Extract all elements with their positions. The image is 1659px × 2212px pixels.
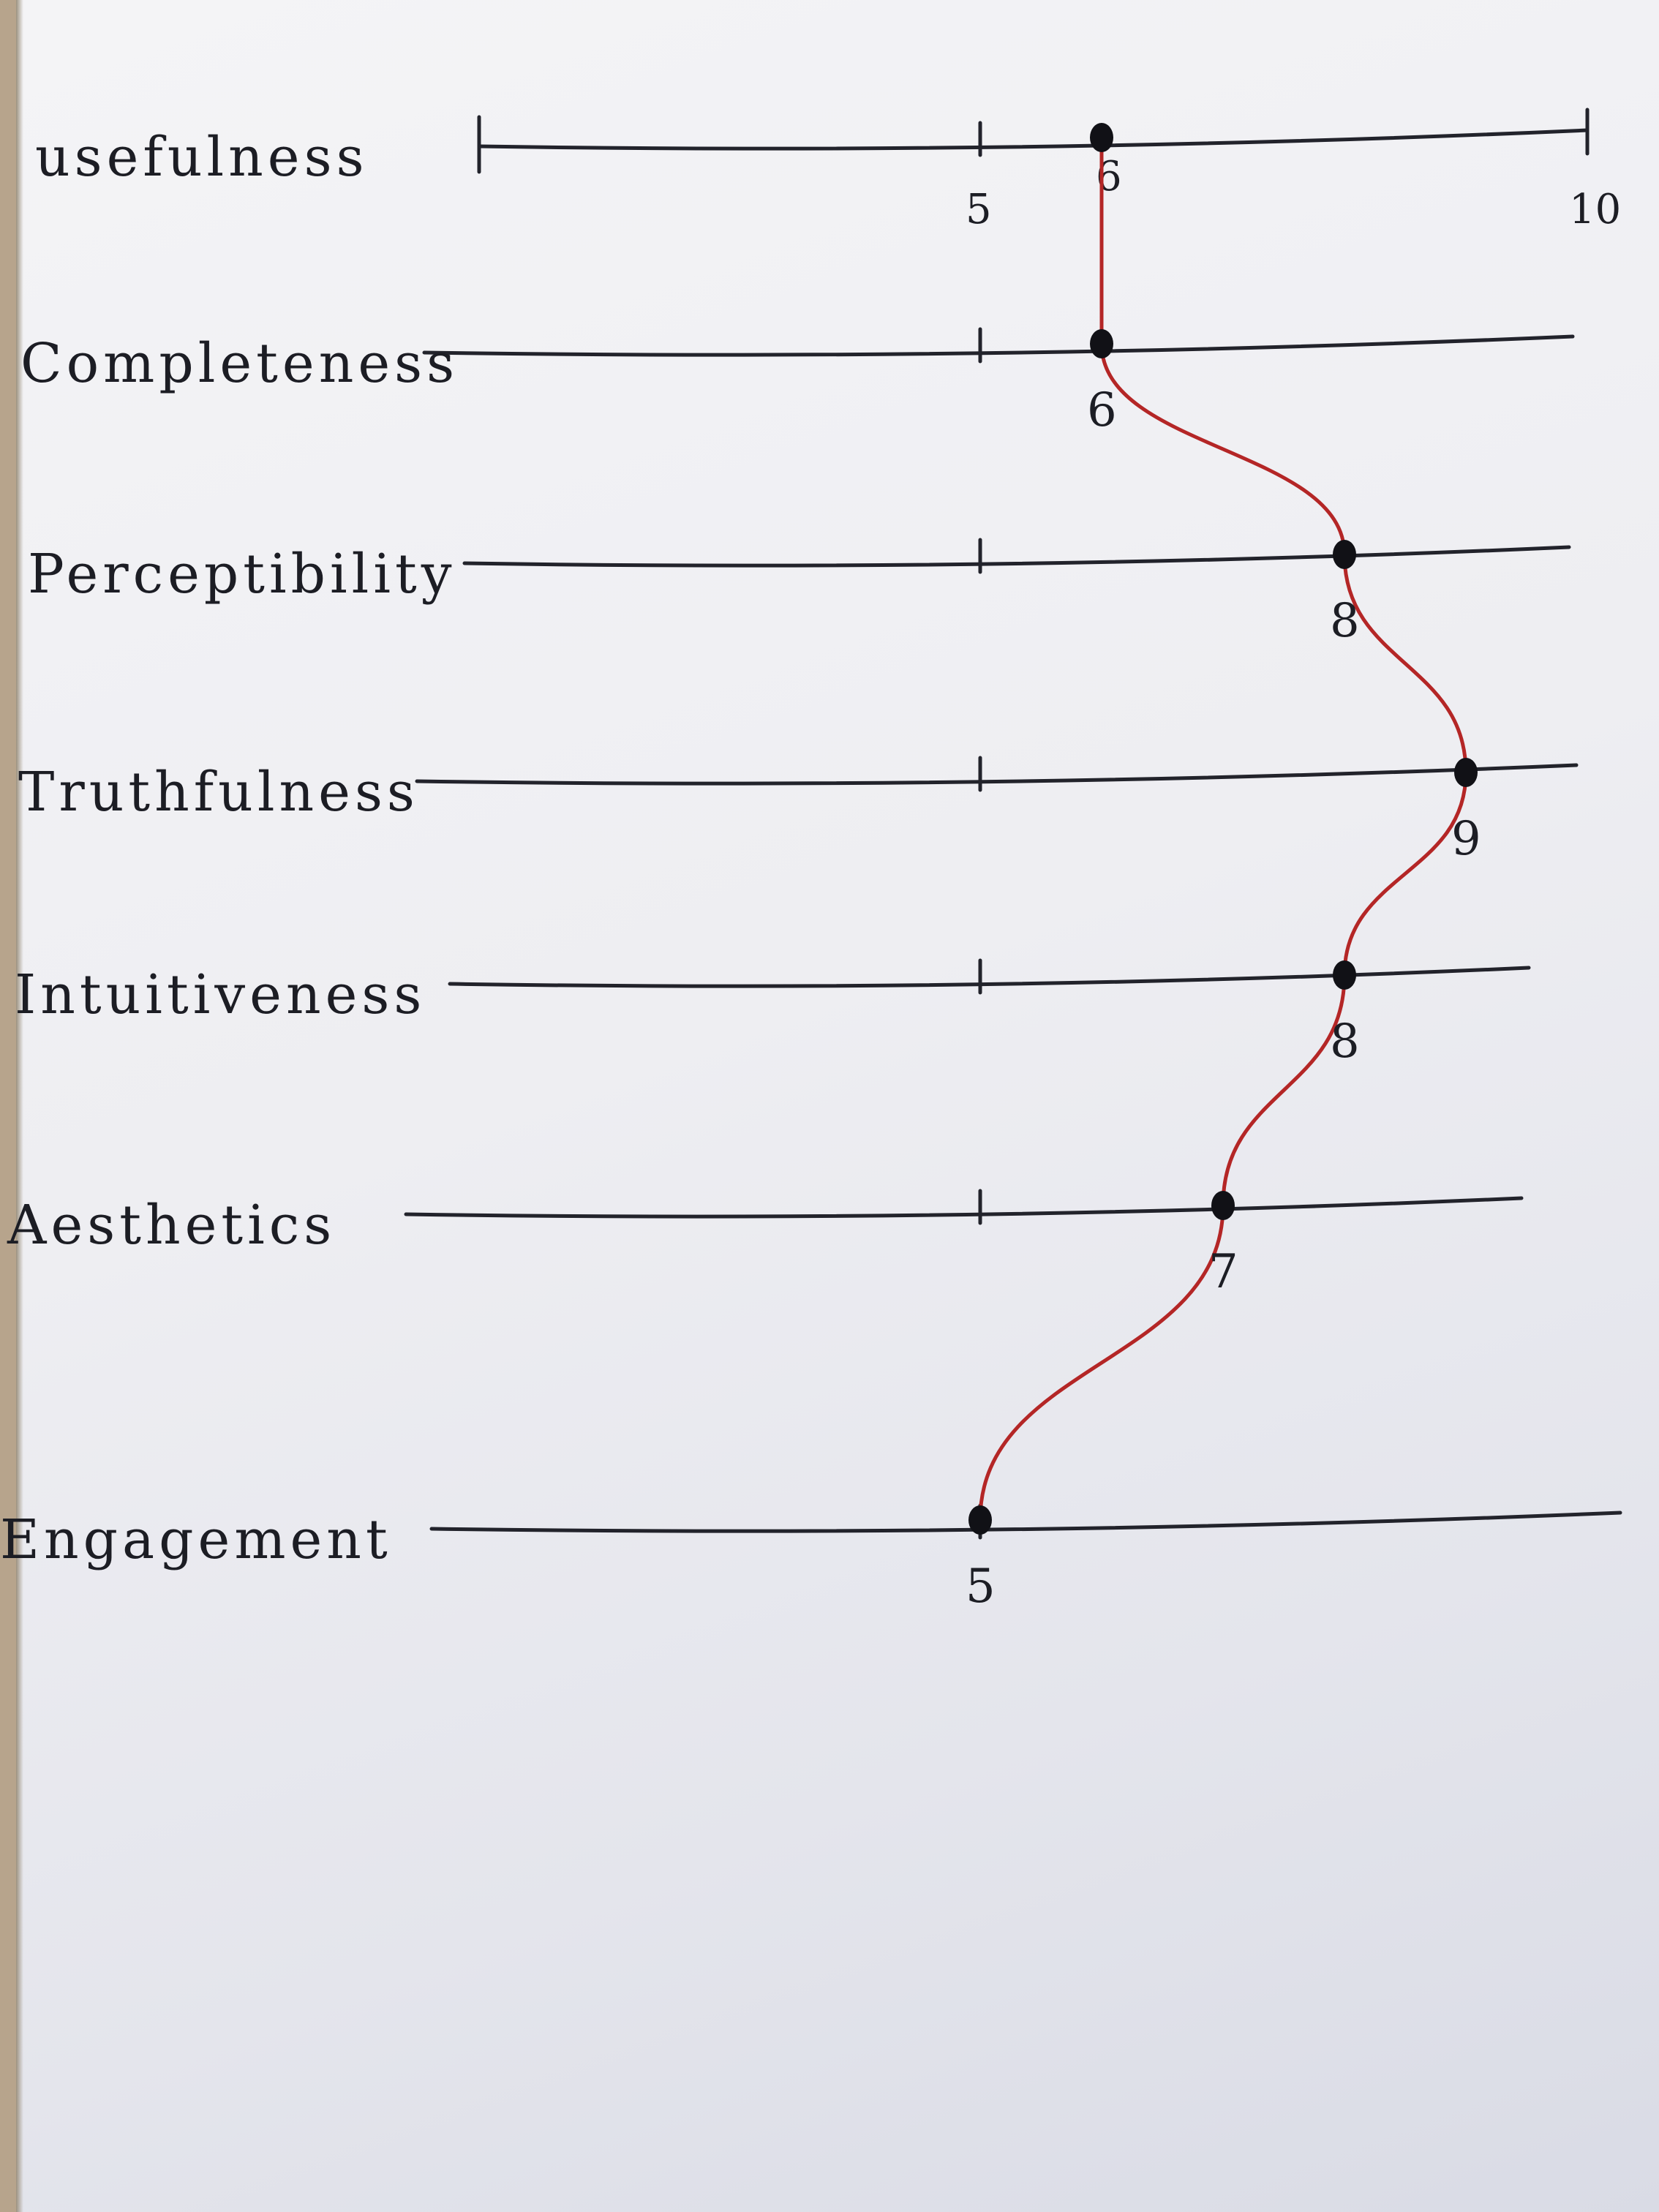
data-point-truthfulness: [1454, 758, 1478, 787]
data-point-perceptibility: [1333, 540, 1356, 569]
data-point-engagement: [968, 1505, 992, 1535]
midpoint-label: 6: [1096, 153, 1122, 200]
tick-label-5: 5: [966, 186, 992, 233]
tick-label-10: 10: [1569, 186, 1621, 233]
criterion-label-engagement: Engagement: [0, 1508, 392, 1571]
rating-trace-line: [978, 135, 1468, 1522]
data-point-intuitiveness: [1333, 960, 1356, 990]
data-point-completeness: [1090, 329, 1113, 358]
value-label-intuitiveness: 8: [1330, 1015, 1360, 1069]
criterion-label-completeness: Completeness: [20, 332, 459, 395]
value-label-engagement: 5: [966, 1560, 996, 1614]
axis-line-intuitiveness: [448, 966, 1531, 988]
value-label-perceptibility: 8: [1330, 594, 1360, 648]
criterion-label-perceptibility: Perceptibility: [28, 543, 456, 606]
paper-edge: [0, 0, 16, 2212]
criterion-label-aesthetics: Aesthetics: [7, 1194, 336, 1257]
paper-edge-shadow: [16, 0, 23, 2212]
criterion-label-intuitiveness: Intuitiveness: [15, 963, 426, 1026]
value-label-aesthetics: 7: [1208, 1245, 1238, 1299]
value-label-completeness: 6: [1087, 383, 1117, 437]
data-point-usefulness: [1090, 123, 1113, 152]
axis-line-aesthetics: [404, 1196, 1524, 1219]
axis-line-engagement: [429, 1511, 1622, 1533]
criterion-label-truthfulness: Truthfulness: [18, 761, 419, 824]
data-point-aesthetics: [1211, 1191, 1235, 1220]
axis-line-usefulness: [477, 128, 1590, 151]
axis-line-perceptibility: [462, 545, 1571, 568]
axis-line-completeness: [422, 334, 1575, 357]
criterion-label-usefulness: usefulness: [35, 126, 369, 189]
axis-line-truthfulness: [415, 763, 1579, 786]
value-label-truthfulness: 9: [1451, 812, 1481, 866]
